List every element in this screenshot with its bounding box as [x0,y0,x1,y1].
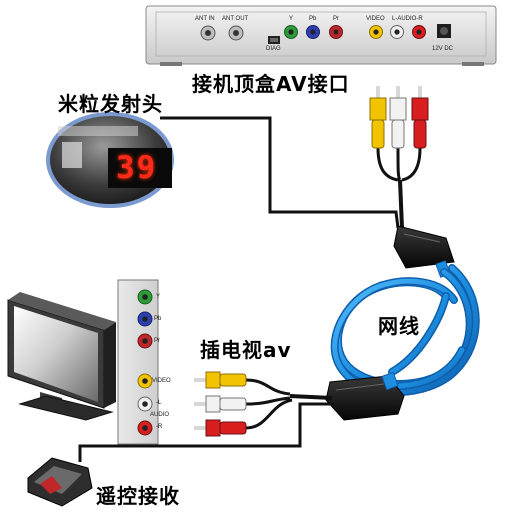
television [7,292,116,421]
tv-av-panel [117,279,159,445]
stb-pr-port [329,25,343,39]
ir-emitter-wire [160,116,400,229]
tv-pb-port [137,311,153,327]
stb-audio-r-port [412,25,426,39]
ant-in-port [200,25,216,41]
stb-label-video: VIDEO [366,16,385,22]
rca-plug-red-stb [411,86,429,149]
ir-emitter-closeup [46,112,174,208]
bottom-extender-unit [325,371,405,421]
diag-port [268,36,280,44]
rca-plug-red-tv [194,419,247,437]
stb-label-y: Y [289,16,294,22]
tv-label-audio-l: -L [156,400,162,406]
tv-label-pr: Pr [154,338,160,344]
label-tv-av-plug: 插电视av [200,338,292,362]
label-network-cable: 网线 [378,314,420,338]
tv-label-video: VIDEO [152,378,171,384]
stb-y-port [284,25,298,39]
network-cable-coil [330,264,480,396]
ir-receiver-wire [78,402,334,462]
stb-label-pr: Pr [333,16,339,22]
tv-video-port [137,373,153,389]
stb-pb-port [306,25,320,39]
tv-y-port [137,289,153,305]
stb-audio-l-port [390,25,404,39]
stb-label-audio-lr: L-AUDIO-R [392,16,423,22]
rca-plug-white-tv [194,395,247,413]
stb-rca-cables [376,147,422,229]
rca-plug-yellow-tv [194,371,247,389]
stb-video-port [369,25,383,39]
ir-receiver [27,457,93,507]
label-remote-receiver: 遥控接收 [96,484,180,508]
tv-label-audio-r: -R [156,424,163,430]
tv-label-y: Y [156,294,161,300]
label-ir-emitter: 米粒发射头 [58,92,163,116]
rca-plug-yellow-stb [369,86,387,149]
stb-label-pb: Pb [309,16,317,22]
dc-power-port [437,24,451,38]
stb-label-ant-out: ANT OUT [222,16,249,22]
stb-label-diag: DIAG [266,46,281,52]
stb-label-12v-dc: 12V DC [432,46,454,52]
ant-out-port [228,25,244,41]
tv-audio-r-port [137,420,153,436]
set-top-box-panel [145,5,497,66]
stb-label-ant-in: ANT IN [195,16,215,22]
rca-plug-white-stb [389,86,407,149]
label-stb-av-port: 接机顶盒AV接口 [192,72,350,96]
ir-display-digits: 39 [116,150,158,186]
tv-rca-cables [245,378,333,430]
tv-pr-port [137,333,153,349]
tv-audio-l-port [137,396,153,412]
tv-label-audio: AUDIO [150,412,170,418]
tv-label-pb: Pb [154,316,162,322]
